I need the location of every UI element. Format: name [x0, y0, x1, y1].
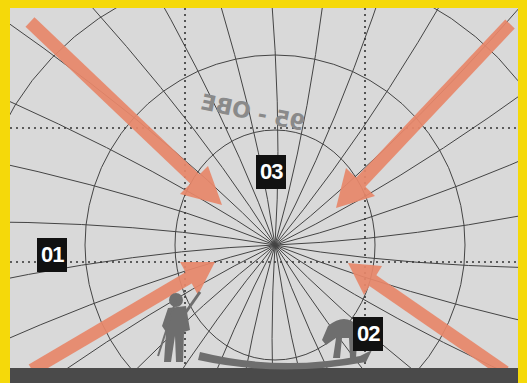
radial-line — [83, 8, 275, 245]
radial-line — [275, 15, 518, 245]
silhouettes — [10, 292, 518, 383]
ring-line — [10, 8, 518, 383]
radial-line — [275, 178, 518, 245]
callout-number: 01 — [37, 238, 67, 272]
callout-number: 02 — [353, 317, 383, 351]
radial-line — [275, 245, 518, 383]
radial-line — [275, 245, 518, 383]
arrows — [30, 22, 510, 372]
radial-line — [275, 8, 518, 245]
radial-line — [275, 245, 518, 268]
ring-line — [175, 130, 375, 360]
radial-line — [10, 55, 275, 245]
radial-line — [10, 8, 275, 245]
perspective-lines — [10, 8, 518, 383]
radial-line — [275, 245, 518, 383]
ring-line — [85, 55, 465, 383]
radial-line — [10, 137, 275, 245]
radial-line — [275, 245, 467, 383]
ground — [10, 8, 518, 383]
callout-number: 03 — [256, 155, 286, 189]
thirds-grid — [10, 8, 518, 383]
radial-line — [10, 8, 275, 245]
radial-line — [275, 8, 503, 245]
radial-line — [272, 245, 298, 383]
